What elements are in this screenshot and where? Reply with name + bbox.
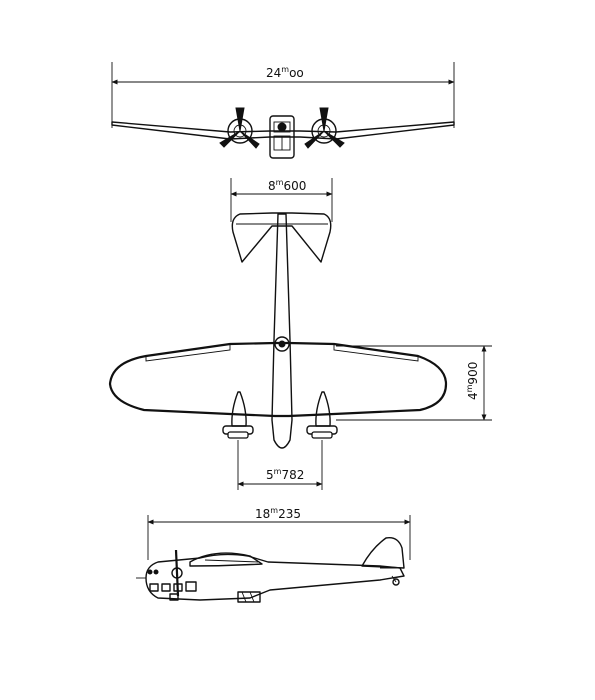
length-dimension: 18m235	[147, 506, 411, 560]
top-wing	[108, 341, 448, 418]
side-propeller	[136, 549, 183, 597]
top-fuselage	[271, 213, 293, 449]
front-fuselage	[269, 115, 295, 159]
side-landing-gear	[237, 591, 261, 603]
front-engine-left	[219, 107, 260, 149]
side-fin	[361, 537, 405, 569]
engine-track-dimension: 5m782	[237, 440, 323, 490]
engine-track-label: 5m782	[266, 467, 304, 482]
side-view: 18m235	[136, 506, 411, 603]
top-engine-left	[222, 391, 254, 439]
front-view: 24moo	[111, 62, 455, 159]
front-engine-right	[304, 107, 345, 149]
height-label: 4m900	[465, 362, 480, 400]
length-label: 18m235	[255, 506, 301, 521]
tailplane-dimension: 8m600	[230, 178, 333, 222]
tailplane-label: 8m600	[268, 178, 306, 193]
wingspan-dimension: 24moo	[111, 62, 455, 128]
top-engine-right	[306, 391, 338, 439]
wingspan-label: 24moo	[266, 65, 304, 80]
height-dimension: 4m900	[336, 345, 492, 421]
top-view: 8m600 4m900	[108, 178, 492, 490]
tailplane	[231, 212, 332, 263]
